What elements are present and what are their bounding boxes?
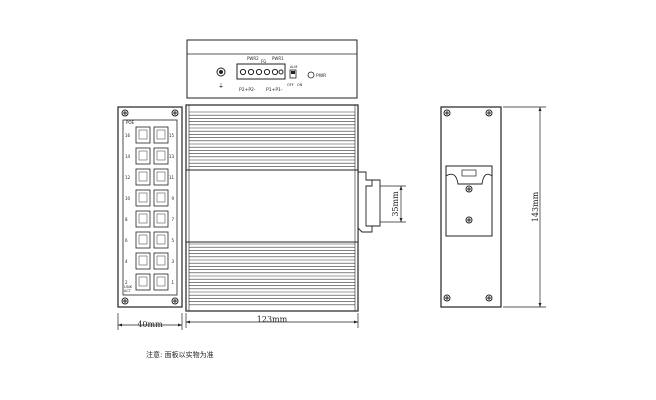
switch-off-label: OFF bbox=[287, 83, 294, 87]
ground-screw-icon: ⏚ bbox=[216, 67, 226, 90]
rj45-port-icon bbox=[153, 252, 169, 270]
rj45-socket bbox=[138, 192, 148, 203]
port-number: 11 bbox=[169, 175, 175, 180]
back-height-label: 143mm bbox=[531, 191, 540, 222]
switch-alm-label: ALM bbox=[290, 65, 297, 69]
fg-label: FG bbox=[261, 59, 266, 64]
rj45-port-icon bbox=[153, 126, 169, 144]
dip-switch bbox=[289, 69, 297, 79]
rj45-port-icon bbox=[135, 231, 151, 249]
top-view: ⏚ PWR2 FG PWR1 P2+P2- P1+P1- ALM OFF ON … bbox=[186, 39, 358, 99]
port-number: 3 bbox=[171, 259, 174, 264]
front-screw-icon bbox=[121, 109, 179, 305]
rj45-socket bbox=[156, 234, 166, 245]
pwr1-label: PWR1 bbox=[272, 56, 284, 61]
link-label: LINK bbox=[124, 285, 133, 289]
rj45-socket bbox=[156, 129, 166, 140]
rj45-port-icon bbox=[135, 252, 151, 270]
port-number: 6 bbox=[125, 238, 128, 243]
rj45-port-icon bbox=[153, 273, 169, 291]
rj45-port-icon bbox=[153, 168, 169, 186]
port-number: 15 bbox=[169, 133, 175, 138]
rj45-socket bbox=[156, 213, 166, 224]
port-number: 10 bbox=[125, 196, 131, 201]
pwr2-label: PWR2 bbox=[247, 56, 259, 61]
rj45-socket bbox=[156, 255, 166, 266]
port-number: 8 bbox=[125, 217, 128, 222]
front-view: POE 16 15 14 13 12 11 10 9 8 7 6 5 4 3 2 1 LINK ACT 40m… bbox=[117, 106, 183, 330]
rj45-socket bbox=[138, 129, 148, 140]
rj45-socket bbox=[138, 276, 148, 287]
terminal-labels-left: P2+P2- bbox=[239, 87, 256, 93]
front-top-label: POE bbox=[126, 120, 135, 125]
rj45-port-icon bbox=[135, 126, 151, 144]
rj45-socket bbox=[138, 234, 148, 245]
rj45-port-icon bbox=[135, 273, 151, 291]
port-number: 13 bbox=[169, 154, 175, 159]
rj45-socket bbox=[138, 213, 148, 224]
port-number: 9 bbox=[171, 196, 174, 201]
port-number: 16 bbox=[125, 133, 131, 138]
terminal-block bbox=[236, 63, 286, 80]
port-number: 14 bbox=[125, 154, 131, 159]
port-number: 5 bbox=[171, 238, 174, 243]
rj45-port-icon bbox=[135, 168, 151, 186]
rj45-socket bbox=[138, 255, 148, 266]
din-rail-label: 35mm bbox=[391, 191, 400, 217]
rj45-port-icon bbox=[153, 189, 169, 207]
front-width-label: 40mm bbox=[137, 320, 163, 329]
front-width-dimension bbox=[117, 313, 183, 330]
rj45-port-icon bbox=[153, 147, 169, 165]
port-number: 2 bbox=[125, 280, 128, 285]
port-number: 1 bbox=[171, 280, 174, 285]
back-height-dimension bbox=[503, 106, 546, 308]
rj45-socket bbox=[156, 150, 166, 161]
back-screw-icon bbox=[443, 109, 493, 302]
heat-sink-fins bbox=[189, 111, 355, 306]
switch-on-label: ON bbox=[297, 83, 303, 87]
rj45-socket bbox=[156, 171, 166, 182]
din-bracket bbox=[445, 165, 493, 237]
rj45-port-icon bbox=[153, 210, 169, 228]
port-number: 7 bbox=[171, 217, 174, 222]
note-text: 注意: 面板以实物为准 bbox=[146, 351, 214, 359]
port-number: 12 bbox=[125, 175, 131, 180]
din-rail-clip bbox=[357, 171, 406, 233]
side-depth-label: 123mm bbox=[257, 315, 288, 324]
port-number: 4 bbox=[125, 259, 128, 264]
rj45-socket bbox=[156, 192, 166, 203]
svg-text:⏚: ⏚ bbox=[218, 83, 224, 90]
rj45-port-icon bbox=[135, 210, 151, 228]
side-depth-dimension bbox=[185, 313, 359, 328]
act-label: ACT bbox=[124, 289, 132, 293]
rj45-port-icon bbox=[153, 231, 169, 249]
led-label: PWR bbox=[316, 73, 326, 79]
port-columns: 16 15 14 13 12 11 10 9 8 7 6 5 4 3 2 1 bbox=[125, 126, 175, 291]
rj45-socket bbox=[156, 276, 166, 287]
back-view: 143mm bbox=[440, 106, 546, 308]
terminal-labels-right: P1+P1- bbox=[266, 87, 283, 93]
rj45-socket bbox=[138, 150, 148, 161]
side-view: 35mm 123mm bbox=[185, 104, 406, 328]
rj45-port-icon bbox=[135, 189, 151, 207]
rj45-socket bbox=[138, 171, 148, 182]
rj45-port-icon bbox=[135, 147, 151, 165]
power-led-icon bbox=[307, 71, 315, 79]
